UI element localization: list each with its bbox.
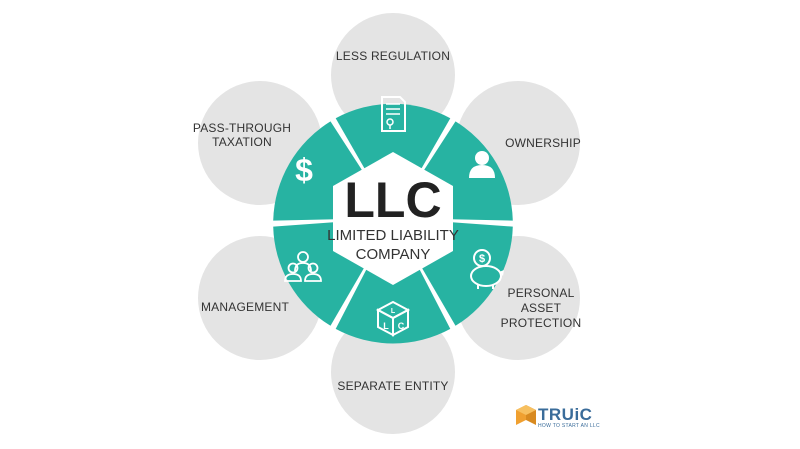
llc-cube-icon: L L C — [375, 300, 411, 337]
person-icon — [469, 151, 495, 178]
label-management: MANAGEMENT — [201, 300, 289, 314]
label-pass-through-taxation-1: PASS-THROUGH — [193, 121, 291, 135]
label-less-regulation: LESS REGULATION — [336, 49, 450, 63]
bubble-less-regulation — [331, 13, 455, 137]
brand-name: TRUiC — [538, 405, 592, 424]
center-title: LLC — [344, 172, 441, 228]
label-personal-asset-protection-1: PERSONAL — [508, 286, 575, 300]
center-subtitle-line-2: COMPANY — [356, 246, 431, 263]
brand-tagline: HOW TO START AN LLC — [538, 423, 600, 429]
truic-logo: TRUiC HOW TO START AN LLC — [516, 405, 600, 429]
svg-text:L: L — [383, 321, 389, 331]
svg-text:L: L — [391, 308, 396, 315]
piggy-bank-icon: $ — [470, 249, 504, 289]
label-personal-asset-protection-2: ASSET — [521, 301, 562, 315]
bubble-separate-entity — [331, 310, 455, 434]
label-personal-asset-protection-3: PROTECTION — [501, 316, 582, 330]
svg-text:$: $ — [479, 253, 485, 265]
dollar-icon: $ — [295, 152, 313, 188]
svg-text:C: C — [398, 321, 405, 331]
document-icon — [381, 96, 406, 132]
center-hexagon — [333, 152, 453, 285]
label-separate-entity: SEPARATE ENTITY — [337, 379, 448, 393]
team-icon — [284, 251, 322, 282]
label-ownership: OWNERSHIP — [505, 136, 581, 150]
center-subtitle-line-1: LIMITED LIABILITY — [327, 227, 459, 244]
label-pass-through-taxation-2: TAXATION — [212, 135, 272, 149]
